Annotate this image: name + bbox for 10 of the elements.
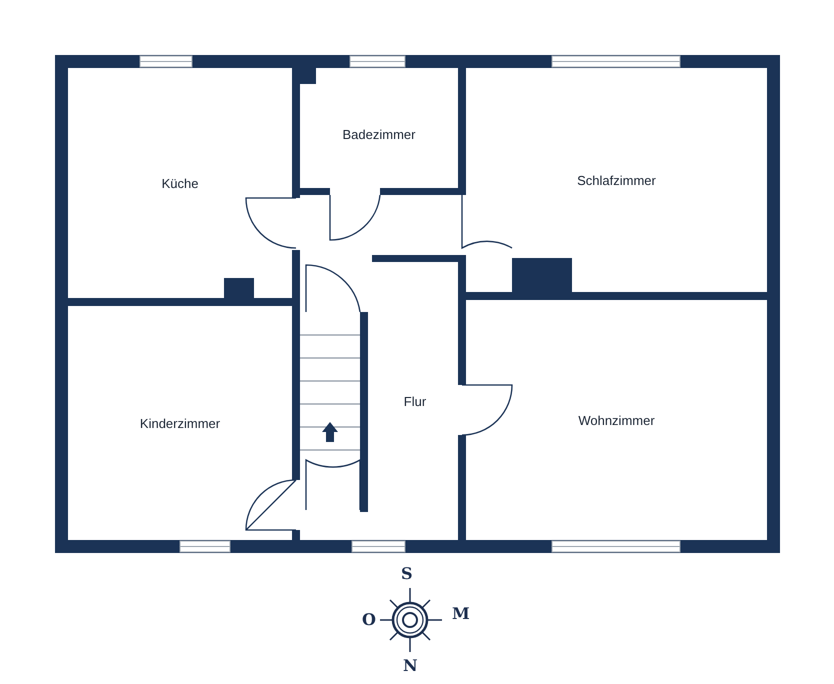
room-label: Kinderzimmer bbox=[68, 306, 292, 540]
compass-direction-letter: N bbox=[403, 658, 418, 674]
room-label: Wohnzimmer bbox=[466, 300, 767, 540]
room-label: Badezimmer bbox=[300, 84, 458, 184]
room-label: Küche bbox=[68, 68, 292, 298]
compass-direction-letter: M bbox=[452, 606, 470, 622]
room-label: Schlafzimmer bbox=[466, 68, 767, 292]
compass-direction-letter: S bbox=[401, 566, 413, 582]
room-label: Flur bbox=[372, 262, 458, 540]
compass-direction-letter: O bbox=[362, 612, 376, 628]
